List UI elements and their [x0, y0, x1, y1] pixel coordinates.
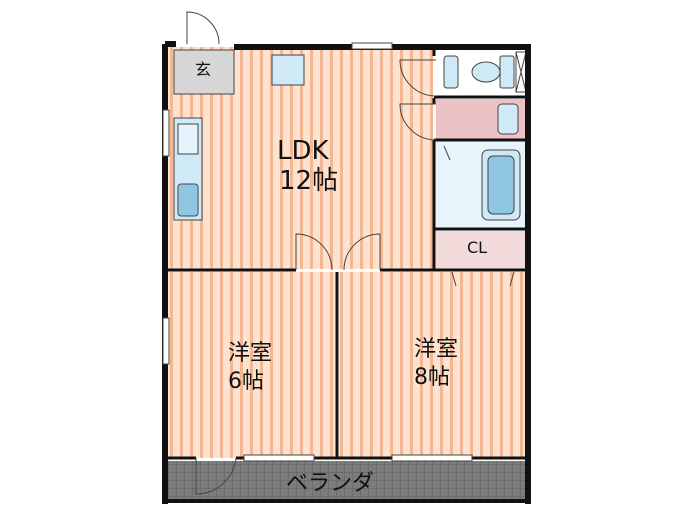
entrance-area [173, 49, 235, 95]
closet [436, 231, 526, 269]
balcony-label: ベランダ [286, 471, 375, 496]
ldk-name-label: LDK [277, 136, 329, 166]
door-swings [195, 59, 515, 495]
closet-label: CL [467, 238, 488, 257]
west-room-name-label: 洋室 [228, 341, 273, 366]
ldk-vent-icon [271, 54, 305, 86]
east-room-size-label: 8帖 [414, 365, 450, 390]
entrance-label: 玄 [195, 60, 212, 79]
balcony-rail [168, 499, 525, 503]
stove-icon [177, 123, 199, 155]
east-room-name-label: 洋室 [414, 337, 459, 362]
west-room-floor [168, 272, 336, 458]
windows [162, 42, 473, 462]
kitchen-sink-icon [177, 183, 199, 217]
toilet-tank-icon [499, 55, 515, 89]
balcony-floor [168, 461, 525, 501]
east-room-floor [339, 272, 525, 458]
toilet-sink-icon [443, 55, 459, 89]
entrance-door-swing-icon [186, 11, 220, 45]
toilet-bowl-icon [471, 61, 501, 83]
west-room-size-label: 6帖 [228, 369, 264, 394]
washbasin-icon [497, 103, 519, 135]
ldk-size-label: 12帖 [279, 166, 339, 196]
